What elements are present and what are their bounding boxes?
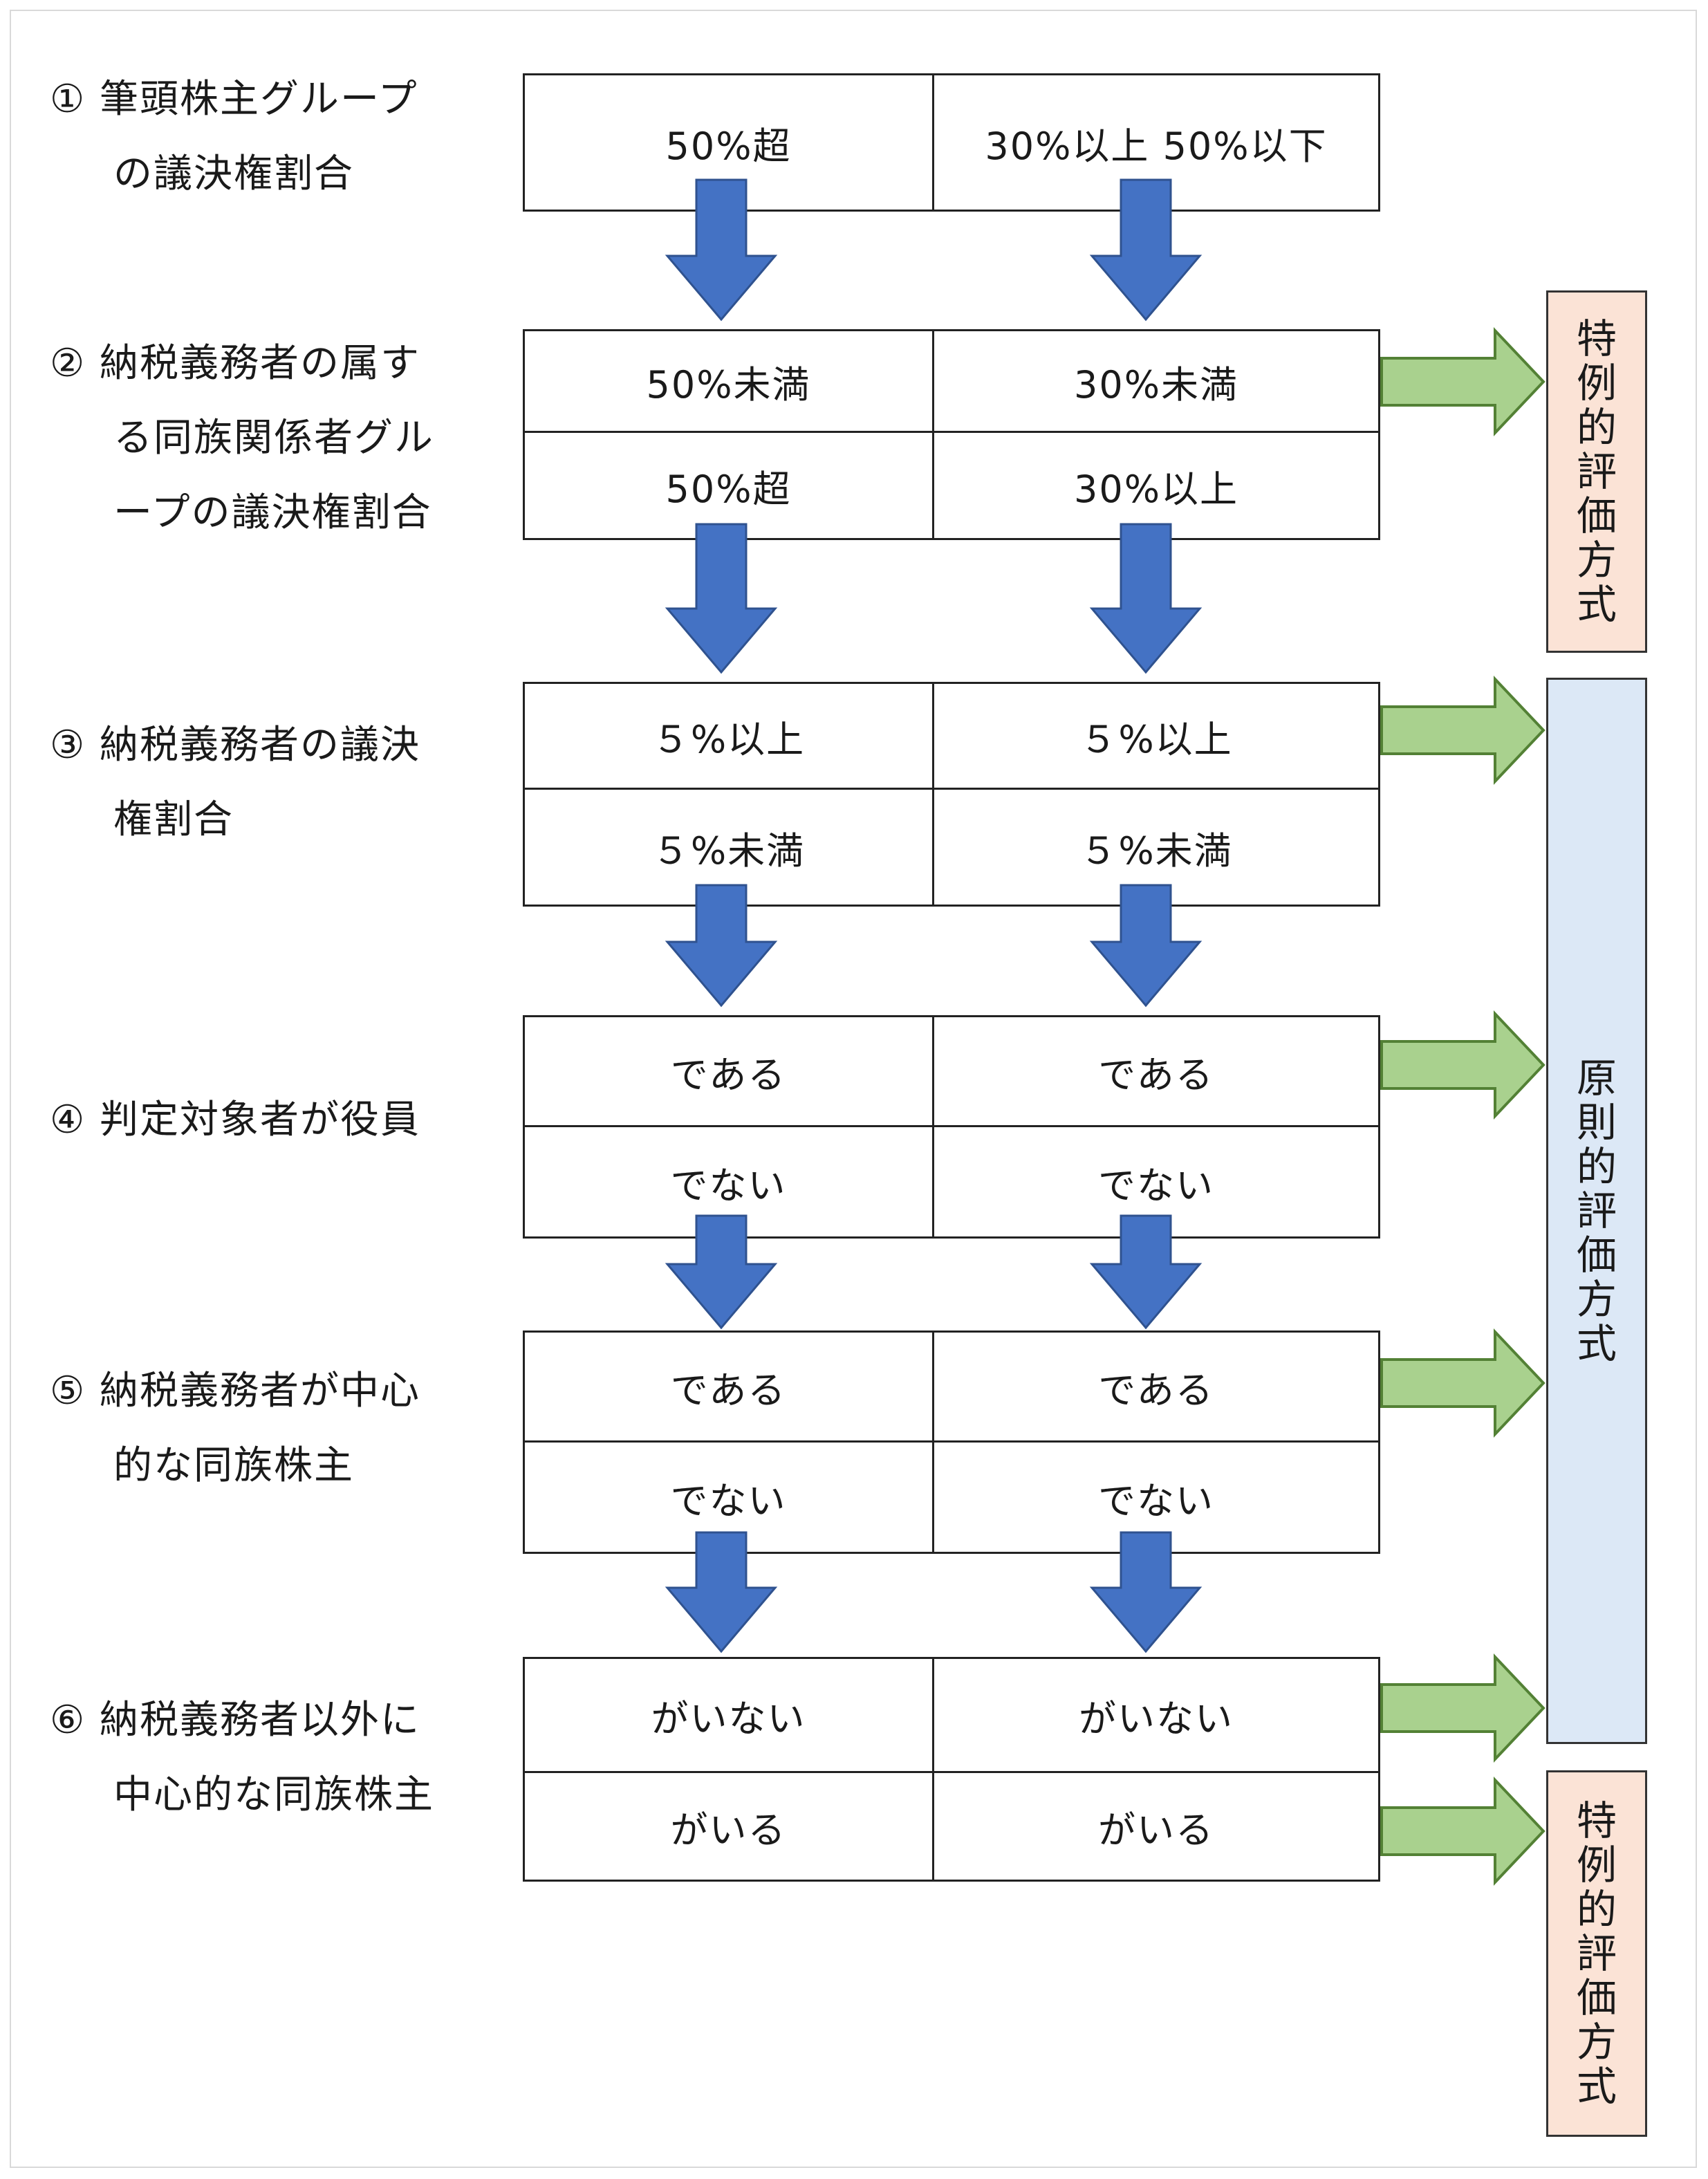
cell-3a-right: ５%以上 (932, 682, 1380, 790)
down-arrow-left-1 (665, 178, 778, 322)
result-special-bottom-label: 特例的評価方式 (1576, 1797, 1617, 2110)
cell-2b-left: 50%超 (523, 431, 934, 540)
result-principle: 原則的評価方式 (1546, 678, 1647, 1744)
step-4-label: ④ 判定対象者が役員 (50, 1097, 421, 1142)
down-arrow-right-2 (1089, 523, 1203, 674)
result-special-bottom: 特例的評価方式 (1546, 1770, 1647, 2137)
result-special-top: 特例的評価方式 (1546, 290, 1647, 653)
step-3-label: ③ 納税義務者の議決 権割合 (50, 723, 421, 842)
cell-6b-right: がいる (932, 1771, 1380, 1882)
step-6-label: ⑥ 納税義務者以外に 中心的な同族株主 (50, 1698, 434, 1817)
down-arrow-left-2 (665, 523, 778, 674)
down-arrow-left-3 (665, 884, 778, 1008)
right-arrow-5 (1380, 1653, 1545, 1763)
down-arrow-right-3 (1089, 884, 1203, 1008)
cell-2b-right: 30%以上 (932, 431, 1380, 540)
down-arrow-left-5 (665, 1531, 778, 1653)
right-arrow-6 (1380, 1776, 1545, 1886)
right-arrow-4 (1380, 1328, 1545, 1438)
step-2-label: ② 納税義務者の属す る同族関係者グル ープの議決権割合 (50, 341, 434, 535)
step-1-label: ① 筆頭株主グループ の議決権割合 (50, 77, 418, 196)
right-arrow-3 (1380, 1010, 1545, 1120)
figure-frame (10, 10, 1697, 2168)
cell-2a-left: 50%未満 (523, 329, 934, 433)
result-principle-label: 原則的評価方式 (1576, 1055, 1617, 1367)
down-arrow-right-5 (1089, 1531, 1203, 1653)
right-arrow-1 (1380, 326, 1545, 437)
cell-4a-right: である (932, 1015, 1380, 1127)
cell-6b-left: がいる (523, 1771, 934, 1882)
step-5-label: ⑤ 納税義務者が中心 的な同族株主 (50, 1369, 421, 1488)
down-arrow-left-4 (665, 1214, 778, 1330)
down-arrow-right-1 (1089, 178, 1203, 322)
cell-6a-left: がいない (523, 1657, 934, 1773)
result-special-top-label: 特例的評価方式 (1576, 315, 1617, 628)
cell-2a-right: 30%未満 (932, 329, 1380, 433)
down-arrow-right-4 (1089, 1214, 1203, 1330)
cell-6a-right: がいない (932, 1657, 1380, 1773)
right-arrow-2 (1380, 675, 1545, 786)
cell-5b-left: でない (523, 1440, 934, 1554)
